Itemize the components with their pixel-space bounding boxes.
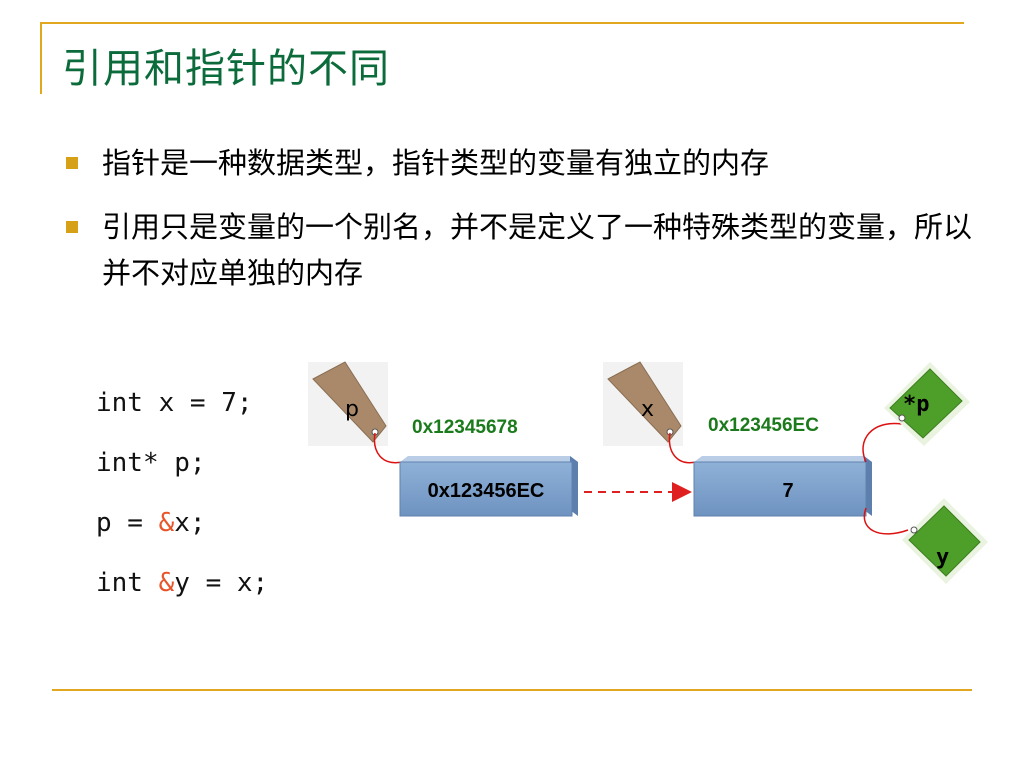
variable-box-value: 7 (782, 480, 793, 502)
deref-alias-label: *p (903, 392, 930, 417)
code-text: x; (174, 508, 206, 538)
slide-title: 引用和指针的不同 (62, 46, 390, 92)
variable-address-label: 0x123456EC (708, 415, 819, 436)
bullet-item-reference: 引用只是变量的一个别名，并不是定义了一种特殊类型的变量，所以并不对应单独的内存 (62, 204, 982, 296)
bullet-marker (66, 157, 78, 169)
deref-alias-tag: *p (884, 362, 970, 446)
title-left-rule (40, 22, 42, 94)
pointer-name-tag: p (308, 361, 388, 446)
variable-memory-box: 7 (693, 456, 872, 517)
bullet-item-pointer: 指针是一种数据类型，指针类型的变量有独立的内存 (62, 140, 982, 186)
tag-string (863, 507, 909, 535)
ampersand-operator: & (158, 508, 175, 538)
pointer-box-value: 0x123456EC (428, 480, 545, 502)
bullet-text: 引用只是变量的一个别名，并不是定义了一种特殊类型的变量，所以并不对应单独的内存 (102, 210, 973, 290)
bullet-list: 指针是一种数据类型，指针类型的变量有独立的内存 引用只是变量的一个别名，并不是定… (62, 140, 982, 314)
bullet-text: 指针是一种数据类型，指针类型的变量有独立的内存 (102, 146, 770, 180)
pointer-memory-box: 0x123456EC (399, 456, 578, 517)
code-line-2: int* p; (96, 448, 206, 478)
bullet-marker (66, 221, 78, 233)
bottom-rule (52, 689, 972, 691)
code-text: int (96, 568, 159, 598)
pointer-tag-label: p (345, 397, 359, 422)
tag-string (668, 432, 697, 464)
code-text: p = (96, 508, 159, 538)
tag-string (862, 422, 903, 463)
code-line-4: int &y = x; (96, 568, 268, 598)
code-line-3: p = &x; (96, 508, 206, 538)
ampersand-operator: & (158, 568, 175, 598)
variable-name-tag: x (603, 361, 683, 446)
pointer-address-label: 0x12345678 (412, 417, 518, 438)
top-rule (40, 22, 964, 24)
reference-alias-tag: y (902, 498, 988, 584)
tag-string (373, 432, 403, 464)
code-text: y = x; (174, 568, 269, 598)
variable-tag-label: x (641, 397, 654, 422)
reference-alias-label: y (936, 545, 949, 570)
code-line-1: int x = 7; (96, 388, 253, 418)
